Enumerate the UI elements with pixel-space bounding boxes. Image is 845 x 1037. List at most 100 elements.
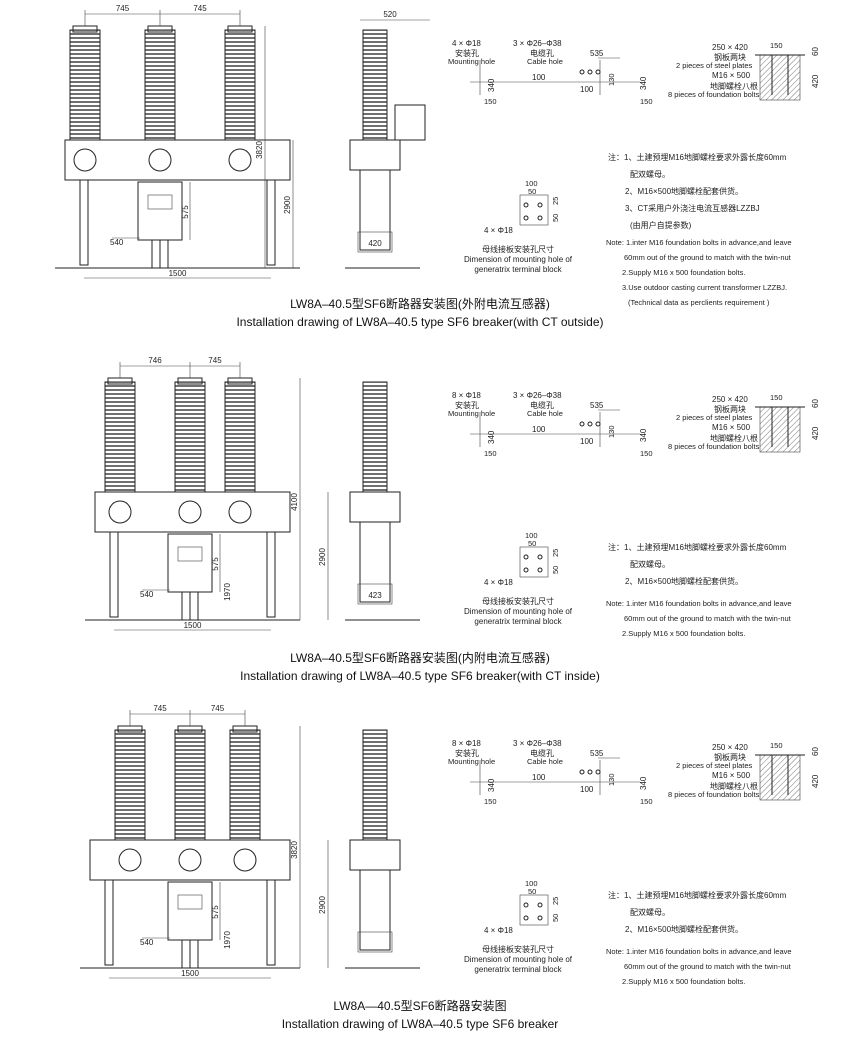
side-insulator	[362, 29, 388, 141]
dim-100: 100	[532, 73, 546, 82]
support-leg	[266, 879, 276, 966]
dim-50: 50	[551, 914, 560, 922]
dim-height: 3820	[255, 141, 264, 159]
plate-size: 250 × 420	[712, 395, 748, 404]
dim-2900: 2900	[318, 896, 327, 914]
dim-100: 100	[580, 437, 594, 446]
terminal-holes: 4 × Φ18	[484, 926, 513, 935]
dim-150: 150	[770, 741, 783, 750]
insulator	[104, 381, 136, 493]
terminal-title-en: generatrix terminal block	[474, 617, 562, 626]
bolt-en: 8 pieces of foundation bolts	[668, 790, 760, 799]
control-cabinet	[137, 181, 183, 241]
insulator	[174, 381, 206, 493]
dim-340: 340	[639, 428, 648, 442]
dim-60: 60	[811, 399, 820, 408]
mount-hole-count: 4 × Φ18	[452, 39, 481, 48]
note-cn: 配双螺母。	[630, 559, 670, 569]
plate-size: 250 × 420	[712, 43, 748, 52]
bolt-cn: 地脚螺栓八根	[710, 81, 758, 91]
side-base	[357, 583, 393, 605]
note-en: Note: 1.inter M16 foundation bolts in ad…	[606, 599, 792, 608]
caption-cn: LW8A–40.5型SF6断路器安装图(内附电流互感器)	[290, 650, 550, 665]
side-view	[345, 729, 420, 969]
cable-hole	[595, 69, 601, 75]
plate-size: 250 × 420	[712, 743, 748, 752]
dim-130: 130	[607, 425, 616, 438]
dim-420: 420	[811, 74, 820, 88]
breaker-tank	[64, 139, 291, 181]
tank-port	[178, 500, 202, 524]
plate-cn: 钢板两块	[714, 752, 746, 762]
support-leg	[109, 531, 119, 618]
dim-phase-spacing: 745	[193, 4, 207, 13]
dim-150: 150	[640, 797, 653, 806]
tank-port	[228, 500, 252, 524]
dim-540: 540	[110, 238, 124, 247]
dim-575: 575	[211, 905, 220, 919]
dim-100: 100	[525, 879, 538, 888]
note-en: Note: 1.inter M16 foundation bolts in ad…	[606, 238, 792, 247]
dim-50: 50	[551, 214, 560, 222]
dim-height: 4100	[290, 493, 299, 511]
plate-en: 2 pieces of steel plates	[676, 761, 753, 770]
insulator	[114, 729, 146, 841]
dim-150: 150	[484, 449, 497, 458]
dim-150: 150	[770, 41, 783, 50]
dim-150: 150	[770, 393, 783, 402]
cable-hole	[579, 69, 585, 75]
terminal-title-en: Dimension of mounting hole of	[464, 255, 573, 264]
current-transformer	[394, 104, 426, 141]
dim-25: 25	[551, 549, 560, 557]
plate-en: 2 pieces of steel plates	[676, 413, 753, 422]
bolt-cn: 地脚螺栓八根	[710, 781, 758, 791]
dim-535: 535	[590, 49, 604, 58]
cable-hole	[587, 421, 593, 427]
cable-hole-en: Cable hole	[527, 409, 563, 418]
terminal-title-cn: 母线接板安装孔尺寸	[482, 244, 554, 254]
notes: 注：1、土建预埋M16地脚螺栓要求外露长度60mm配双螺母。2、M16×500地…	[606, 152, 792, 307]
insulator	[69, 29, 101, 141]
terminal-title-en: Dimension of mounting hole of	[464, 607, 573, 616]
terminal-hole	[523, 215, 529, 221]
cable-hole	[587, 69, 593, 75]
dim-340: 340	[639, 76, 648, 90]
dim-height: 3820	[290, 841, 299, 859]
notes: 注：1、土建预埋M16地脚螺栓要求外露长度60mm配双螺母。2、M16×500地…	[606, 542, 792, 638]
bolt-cn: 地脚螺栓八根	[710, 433, 758, 443]
dim-1970: 1970	[223, 583, 232, 601]
dim-420: 420	[811, 774, 820, 788]
bolt-size: M16 × 500	[712, 71, 751, 80]
support-leg	[104, 879, 114, 966]
breaker-tank	[89, 839, 291, 881]
tank-port	[73, 148, 97, 172]
mount-hole-count: 8 × Φ18	[452, 391, 481, 400]
insulator	[224, 381, 256, 493]
side-base	[357, 931, 393, 953]
support-leg	[266, 531, 276, 618]
terminal-title-cn: 母线接板安装孔尺寸	[482, 596, 554, 606]
terminal-holes: 4 × Φ18	[484, 226, 513, 235]
dim-100: 100	[532, 425, 546, 434]
dim-575: 575	[181, 205, 190, 219]
foundation-block	[759, 54, 801, 101]
dim-100: 100	[525, 179, 538, 188]
dim-100: 100	[525, 531, 538, 540]
dim-150: 150	[484, 797, 497, 806]
notes: 注：1、土建预埋M16地脚螺栓要求外露长度60mm配双螺母。2、M16×500地…	[606, 890, 792, 986]
note-cn: 2、M16×500地脚螺栓配套供货。	[625, 186, 743, 196]
tank-port	[118, 848, 142, 872]
dim-side-base: 423	[368, 591, 382, 600]
foundation-block	[759, 754, 801, 801]
cabinet-window	[177, 894, 203, 910]
dim-50: 50	[528, 187, 536, 196]
note-en: 60mm out of the ground to match with the…	[624, 253, 792, 262]
